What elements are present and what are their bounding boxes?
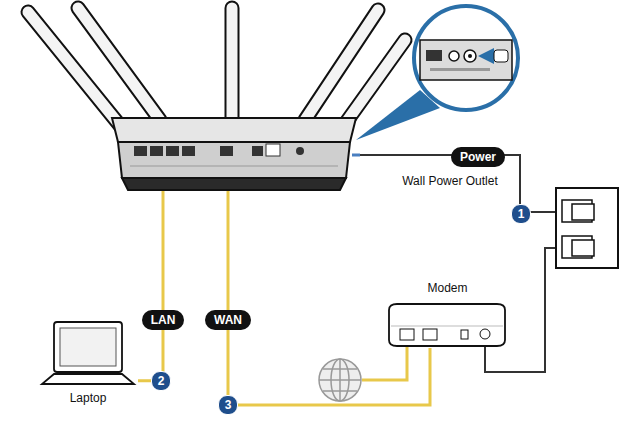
inset-magnifier (420, 40, 512, 80)
laptop-drawing (38, 318, 138, 390)
power-label: Power (451, 147, 505, 167)
modem-drawing (461, 330, 468, 339)
power-cable (352, 155, 560, 372)
label-text: WAN (214, 312, 242, 328)
antenna (227, 8, 238, 118)
laptop-drawing (42, 322, 134, 384)
antenna (28, 12, 122, 128)
power-cable (352, 154, 360, 157)
callout-number: 3 (218, 395, 238, 415)
inset-magnifier (478, 48, 494, 64)
router (182, 146, 195, 156)
port-label: WAN (205, 310, 251, 330)
callout-number: 2 (151, 371, 171, 391)
antenna (78, 8, 160, 120)
wall-outlet (556, 188, 618, 268)
router (220, 146, 233, 156)
inset-magnifier (356, 90, 440, 140)
router (266, 144, 280, 156)
cable (163, 188, 228, 312)
inset-magnifier (426, 50, 442, 61)
wall-outlet (572, 240, 594, 256)
device-name: Modem (385, 280, 510, 296)
port-label: LAN (142, 310, 185, 330)
router (112, 118, 356, 142)
outlet-label: Wall Power Outlet (400, 174, 500, 189)
modem-drawing (480, 329, 490, 339)
wall-outlet (572, 204, 594, 220)
inset-magnifier (414, 6, 518, 110)
inset-magnifier (430, 68, 490, 71)
cable (162, 188, 165, 312)
laptop-drawing (60, 328, 116, 366)
router (252, 146, 263, 156)
internet-globe (319, 359, 361, 401)
router (122, 178, 346, 190)
label-text: Power (460, 149, 496, 165)
antenna (225, 8, 240, 118)
inset-magnifier (449, 51, 459, 61)
inset-magnifier (464, 50, 476, 62)
label-text: LAN (151, 312, 176, 328)
inset-magnifier (356, 6, 518, 140)
inset-magnifier (494, 50, 508, 62)
antenna (28, 8, 405, 128)
internet-globe (339, 359, 341, 401)
router (112, 118, 356, 190)
internet-globe (319, 359, 361, 401)
router (150, 146, 163, 156)
inset-magnifier (468, 54, 472, 58)
device-name: Laptop (38, 390, 138, 406)
modem-drawing (389, 304, 505, 346)
laptop-drawing (42, 374, 134, 384)
laptop-drawing (54, 322, 122, 372)
modem: Modem (385, 280, 510, 348)
laptop: Laptop (38, 318, 138, 413)
modem-drawing (391, 326, 503, 327)
modem-drawing (400, 329, 414, 340)
modem-drawing (385, 300, 510, 348)
router (134, 146, 147, 156)
antenna (28, 12, 122, 128)
wall-outlet (556, 188, 618, 268)
callout-number: 1 (511, 204, 531, 224)
router (118, 142, 350, 178)
modem-drawing (423, 329, 437, 340)
router (166, 146, 179, 156)
router (296, 147, 304, 155)
router (130, 166, 338, 167)
cable (227, 188, 230, 312)
antenna (78, 8, 160, 120)
